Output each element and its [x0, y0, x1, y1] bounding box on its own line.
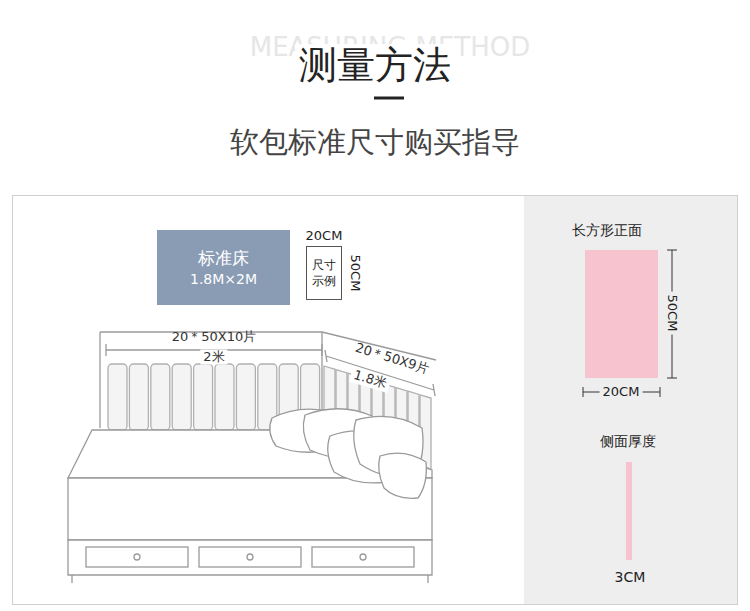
panel-front [585, 250, 658, 378]
panel-label: 侧面厚度 [600, 433, 656, 449]
node-text: 标准床 [198, 247, 249, 270]
dimension: 20CM [306, 229, 343, 244]
side-panel [524, 196, 737, 604]
title: 测量方法 [295, 44, 455, 88]
dimension: 20＊50X10片 [172, 330, 257, 345]
dimension: 50CM [348, 255, 363, 292]
dimension: 2米 [200, 350, 227, 365]
panel-label: 长方形正面 [572, 222, 642, 238]
title-rule [374, 97, 404, 100]
node-text: 尺寸 示例 [311, 257, 336, 289]
panel-side [626, 462, 632, 560]
node-text: 1.8M×2M [190, 270, 257, 289]
frame [13, 196, 738, 605]
bed-size-box: 标准床1.8M×2M [157, 230, 290, 305]
dimension-lines [583, 250, 677, 397]
subtitle: 软包标准尺寸购买指导 [230, 126, 520, 159]
sample-box: 尺寸 示例 [306, 246, 342, 300]
dimension: 50CM [665, 292, 680, 335]
dimension: 3CM [615, 569, 646, 585]
dimension: 20CM [600, 385, 643, 400]
bed-drawing [68, 332, 436, 583]
